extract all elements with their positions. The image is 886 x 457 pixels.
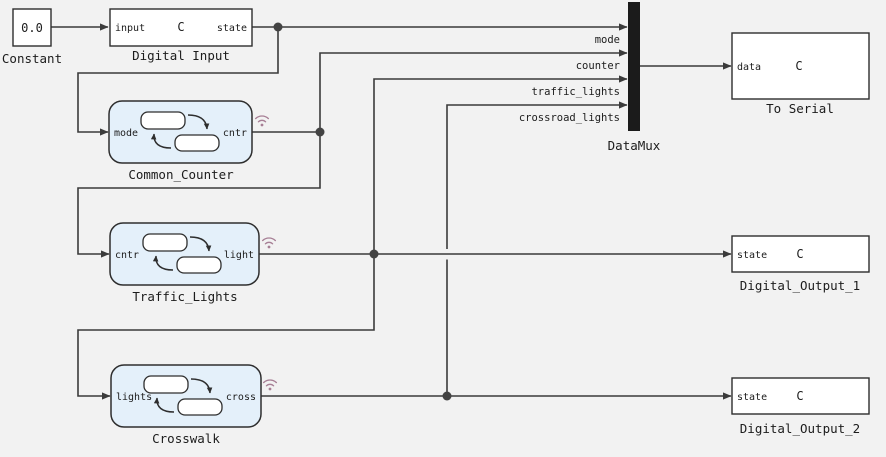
junction-dot <box>369 249 379 259</box>
digital-output-2-port-state: state <box>737 392 767 403</box>
wire-cntr-to-traffic-lights[interactable] <box>77 132 321 258</box>
constant-value: 0.0 <box>21 21 43 35</box>
digital-output-1-label: Digital_Output_1 <box>740 278 860 293</box>
mux-input-label-crossroad-lights: crossroad_lights <box>519 112 620 124</box>
wire-cntr-to-mux-counter[interactable] <box>252 49 628 133</box>
wifi-badge-icon <box>261 237 277 250</box>
crosswalk-label: Crosswalk <box>152 431 220 446</box>
junction-dot <box>442 391 452 401</box>
mux-input-label-traffic-lights: traffic_lights <box>531 86 620 98</box>
junction-dot <box>273 22 283 32</box>
block-digital-input[interactable]: input C state Digital Input <box>109 8 253 63</box>
to-serial-label: To Serial <box>766 101 834 116</box>
wifi-badge-icon <box>254 115 270 128</box>
wire-light-to-mux-traffic-lights[interactable] <box>373 75 628 254</box>
digital-input-label: Digital Input <box>132 48 230 63</box>
wifi-badge-icon <box>262 379 278 392</box>
block-digital-output-1[interactable]: state C Digital_Output_1 <box>731 235 870 293</box>
common-counter-port-mode: mode <box>114 128 138 139</box>
block-constant[interactable]: 0.0 Constant <box>2 8 62 66</box>
block-common-counter[interactable]: mode cntr Common_Counter <box>108 100 270 182</box>
digital-input-port-state: state <box>217 23 247 34</box>
digital-input-port-input: input <box>115 23 145 34</box>
junction-dot <box>315 127 325 137</box>
wire-cross-to-mux-crossroad-lights[interactable] <box>446 105 627 396</box>
block-digital-output-2[interactable]: state C Digital_Output_2 <box>731 377 870 436</box>
common-counter-port-cntr: cntr <box>223 128 247 139</box>
wires <box>51 22 732 401</box>
mux-input-label-mode: mode <box>595 34 620 46</box>
traffic-lights-port-cntr: cntr <box>115 250 139 261</box>
to-serial-port-data: data <box>737 62 761 73</box>
crosswalk-port-cross: cross <box>226 392 256 403</box>
datamux-label: DataMux <box>608 138 661 153</box>
block-crosswalk[interactable]: lights cross Crosswalk <box>110 364 278 446</box>
digital-output-1-port-state: state <box>737 250 767 261</box>
traffic-lights-label: Traffic_Lights <box>132 289 237 304</box>
crosswalk-port-lights: lights <box>116 392 152 403</box>
to-serial-port-c: C <box>795 59 802 73</box>
constant-label: Constant <box>2 51 62 66</box>
digital-output-2-label: Digital_Output_2 <box>740 421 860 436</box>
wire-state-to-common-counter[interactable] <box>77 27 279 136</box>
traffic-lights-port-light: light <box>224 250 254 261</box>
digital-output-2-port-c: C <box>796 389 803 403</box>
block-datamux[interactable]: mode counter traffic_lights crossroad_li… <box>519 2 661 153</box>
common-counter-label: Common_Counter <box>128 167 234 182</box>
block-traffic-lights[interactable]: cntr light Traffic_Lights <box>109 222 277 304</box>
wire-light-to-crosswalk[interactable] <box>77 254 375 400</box>
digital-output-1-port-c: C <box>796 247 803 261</box>
mux-input-label-counter: counter <box>576 60 620 72</box>
block-to-serial[interactable]: data C To Serial <box>731 32 870 116</box>
digital-input-port-c: C <box>177 20 184 34</box>
